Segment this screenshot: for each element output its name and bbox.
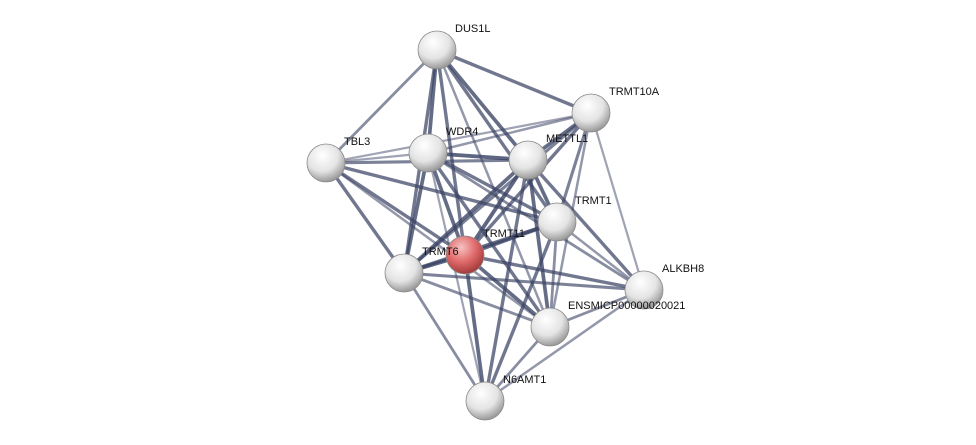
node-label: ENSMICP00000020021 [568,300,685,312]
node-trmt11[interactable]: TRMT11 [445,228,525,275]
edge-alkbh8-n6amt1[interactable] [484,288,645,403]
edge-trmt10a-alkbh8[interactable] [589,112,646,291]
edge-trmt10a-wdr4[interactable] [427,111,592,155]
node-sphere[interactable] [417,30,457,70]
node-trmt6[interactable]: TRMT6 [384,246,459,293]
edge-trmt10a-tbl3[interactable] [325,111,592,165]
node-sphere[interactable] [537,202,577,242]
edge-wdr4-trmt6[interactable] [402,152,430,274]
edge-trmt1-n6amt1[interactable] [483,221,559,402]
node-n6amt1[interactable]: N6AMT1 [465,374,546,421]
edge-trmt11-alkbh8[interactable] [464,253,645,292]
edge-tbl3-ensmicp00000020021[interactable] [325,161,551,329]
node-sphere[interactable] [508,140,548,180]
edge-trmt6-n6amt1[interactable] [402,272,487,402]
edge-dus1l-tbl3[interactable] [325,49,438,164]
node-tbl3[interactable]: TBL3 [306,136,370,183]
node-sphere[interactable] [306,143,346,183]
edge-tbl3-trmt6[interactable] [324,162,406,274]
node-sphere[interactable] [408,133,448,173]
node-sphere[interactable] [384,253,424,293]
node-mettl1[interactable]: METTL1 [508,133,588,180]
node-ensmicp00000020021[interactable]: ENSMICP00000020021 [530,300,685,347]
node-trmt1[interactable]: TRMT1 [537,195,612,242]
node-label: METTL1 [546,133,588,145]
node-sphere[interactable] [465,381,505,421]
node-label: TRMT10A [609,86,660,98]
node-label: TRMT6 [422,246,459,258]
node-sphere[interactable] [445,235,485,275]
node-dus1l[interactable]: DUS1L [417,23,490,70]
node-label: ALKBH8 [662,263,704,275]
node-sphere[interactable] [571,93,611,133]
node-label: N6AMT1 [503,374,546,386]
edge-mettl1-trmt6[interactable] [402,158,530,275]
nodes-layer: DUS1L TRMT10A TBL3 WDR4METTL1TRMT1TRMT11TRM… [306,23,704,421]
edge-wdr4-ensmicp00000020021[interactable] [426,152,552,328]
node-trmt10a[interactable]: TRMT10A [571,86,660,133]
node-label: TBL3 [344,136,370,148]
edge-dus1l-trmt10a[interactable] [436,48,592,115]
edge-trmt6-ensmicp00000020021[interactable] [403,271,551,329]
node-sphere[interactable] [530,307,570,347]
edge-trmt10a-trmt11[interactable] [463,111,593,257]
node-label: TRMT11 [483,228,525,240]
edge-dus1l-mettl1[interactable] [435,48,530,162]
edge-mettl1-alkbh8[interactable] [526,158,646,292]
edge-trmt6-alkbh8[interactable] [403,271,645,292]
node-label: WDR4 [446,126,478,138]
edge-trmt11-n6amt1[interactable] [463,254,487,402]
node-label: DUS1L [455,23,490,35]
node-sphere[interactable] [624,270,664,310]
node-alkbh8[interactable]: ALKBH8 [624,263,704,310]
node-wdr4[interactable]: WDR4 [408,126,478,173]
node-label: TRMT1 [575,195,612,207]
edge-mettl1-ensmicp00000020021[interactable] [526,159,552,328]
